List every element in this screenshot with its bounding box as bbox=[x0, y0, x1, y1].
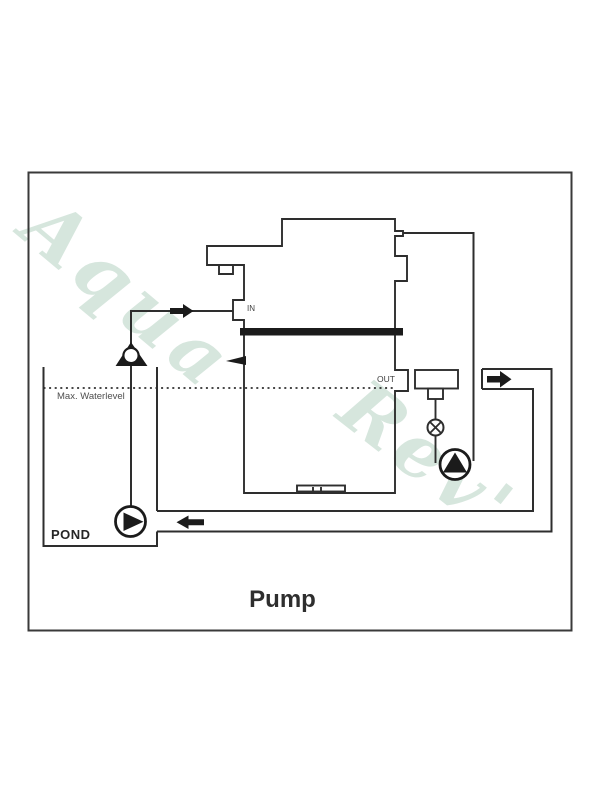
outlet-funnel bbox=[414, 369, 459, 463]
return-flow-arrow-icon bbox=[176, 515, 204, 529]
inlet-flow-arrow-icon bbox=[170, 304, 194, 318]
inlet-label: IN bbox=[247, 304, 255, 313]
return-duct bbox=[157, 368, 553, 533]
pond-pump-icon bbox=[114, 505, 147, 538]
pond-outline bbox=[42, 367, 158, 547]
outlet-label: OUT bbox=[377, 374, 395, 384]
pond-label: POND bbox=[51, 527, 91, 542]
drip-wedge bbox=[226, 356, 246, 365]
water-level-label: Max. Waterlevel bbox=[57, 391, 125, 402]
check-valve-icon bbox=[115, 342, 148, 366]
inlet-pipe bbox=[130, 310, 233, 507]
bypass-pump-icon bbox=[438, 448, 472, 481]
outlet-flow-arrow-icon bbox=[487, 371, 512, 388]
filter-media-bar bbox=[240, 328, 403, 336]
valve-icon bbox=[426, 418, 445, 437]
bypass-pipe bbox=[403, 232, 475, 461]
diagram-frame bbox=[27, 171, 573, 632]
diagram-caption: Pump bbox=[249, 586, 316, 613]
filter-tank-outline bbox=[206, 218, 409, 494]
